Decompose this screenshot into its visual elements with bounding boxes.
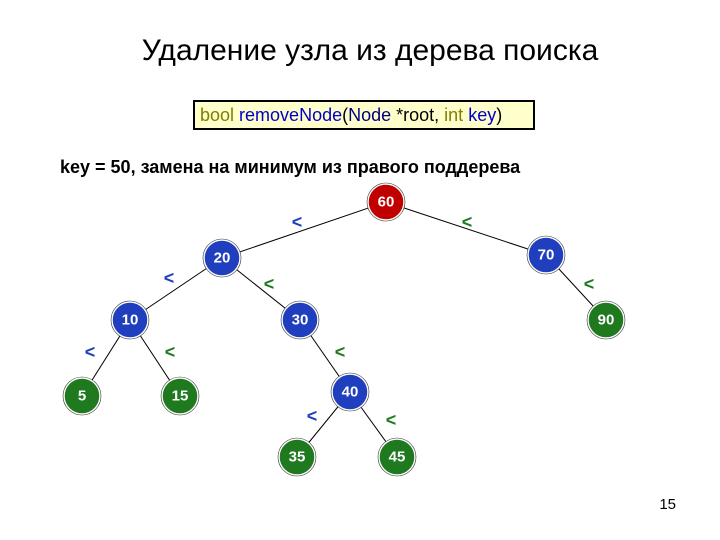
edge-comparison-label: < xyxy=(264,274,275,294)
node-value: 60 xyxy=(378,194,395,211)
node-value: 45 xyxy=(389,449,406,466)
node-value: 40 xyxy=(342,384,359,401)
tree-node-40: 40 xyxy=(330,372,370,412)
type-node: Node xyxy=(348,105,392,125)
node-outline xyxy=(277,437,317,477)
edge-comparison-label: < xyxy=(164,268,175,288)
node-value: 20 xyxy=(214,250,231,267)
edge-comparison-label: < xyxy=(307,406,318,426)
node-circle xyxy=(281,301,319,339)
edge-comparison-label: < xyxy=(462,212,473,232)
node-outline xyxy=(62,376,102,416)
node-circle xyxy=(587,301,625,339)
key-description: key = 50, замена на минимум из правого п… xyxy=(60,157,521,177)
node-value: 35 xyxy=(289,449,306,466)
tree-node-20: 20 xyxy=(202,238,242,278)
node-outline xyxy=(202,238,242,278)
node-value: 30 xyxy=(292,312,309,329)
edge-comparison-label: < xyxy=(85,342,96,362)
node-value: 70 xyxy=(538,247,555,264)
tree-node-10: 10 xyxy=(110,300,150,340)
node-circle xyxy=(63,377,101,415)
param-root: *root, xyxy=(391,105,445,125)
tree-node-45: 45 xyxy=(377,437,417,477)
edge-comparison-label: < xyxy=(584,274,595,294)
keyword-int: int xyxy=(444,105,464,125)
slide-title: Удаление узла из дерева поиска xyxy=(141,34,599,67)
paren-close: ) xyxy=(496,105,503,125)
edge-comparison-label: < xyxy=(386,410,397,430)
node-outline xyxy=(110,300,150,340)
tree-node-30: 30 xyxy=(280,300,320,340)
node-outline xyxy=(160,376,200,416)
node-outline xyxy=(330,372,370,412)
node-circle xyxy=(527,236,565,274)
node-circle xyxy=(111,301,149,339)
param-key: key xyxy=(463,105,497,125)
tree-node-90: 90 xyxy=(586,300,626,340)
node-outline xyxy=(586,300,626,340)
paren-open: ( xyxy=(342,105,349,125)
function-name: removeNode xyxy=(239,105,343,125)
keyword-bool: bool xyxy=(200,105,235,125)
tree-edge xyxy=(221,201,387,259)
node-circle xyxy=(278,438,316,476)
tree-edge xyxy=(385,201,547,256)
tree-node-60: 60 xyxy=(366,182,406,222)
page-number: 15 xyxy=(659,496,676,513)
node-outline xyxy=(377,437,417,477)
tree-node-35: 35 xyxy=(277,437,317,477)
node-circle xyxy=(161,377,199,415)
tree-node-15: 15 xyxy=(160,376,200,416)
node-outline xyxy=(526,235,566,275)
node-circle xyxy=(331,373,369,411)
tree-node-70: 70 xyxy=(526,235,566,275)
node-circle xyxy=(203,239,241,277)
node-value: 5 xyxy=(78,388,86,405)
edge-comparison-label: < xyxy=(165,342,176,362)
edge-comparison-label: < xyxy=(335,342,346,362)
function-signature: bool removeNode(Node *root, int key) xyxy=(193,100,535,130)
node-outline xyxy=(366,182,406,222)
tree-node-5: 5 xyxy=(62,376,102,416)
node-value: 15 xyxy=(172,388,189,405)
node-circle xyxy=(378,438,416,476)
node-value: 10 xyxy=(122,312,139,329)
edge-comparison-label: < xyxy=(292,212,303,232)
node-outline xyxy=(280,300,320,340)
node-circle xyxy=(367,183,405,221)
node-value: 90 xyxy=(598,312,615,329)
